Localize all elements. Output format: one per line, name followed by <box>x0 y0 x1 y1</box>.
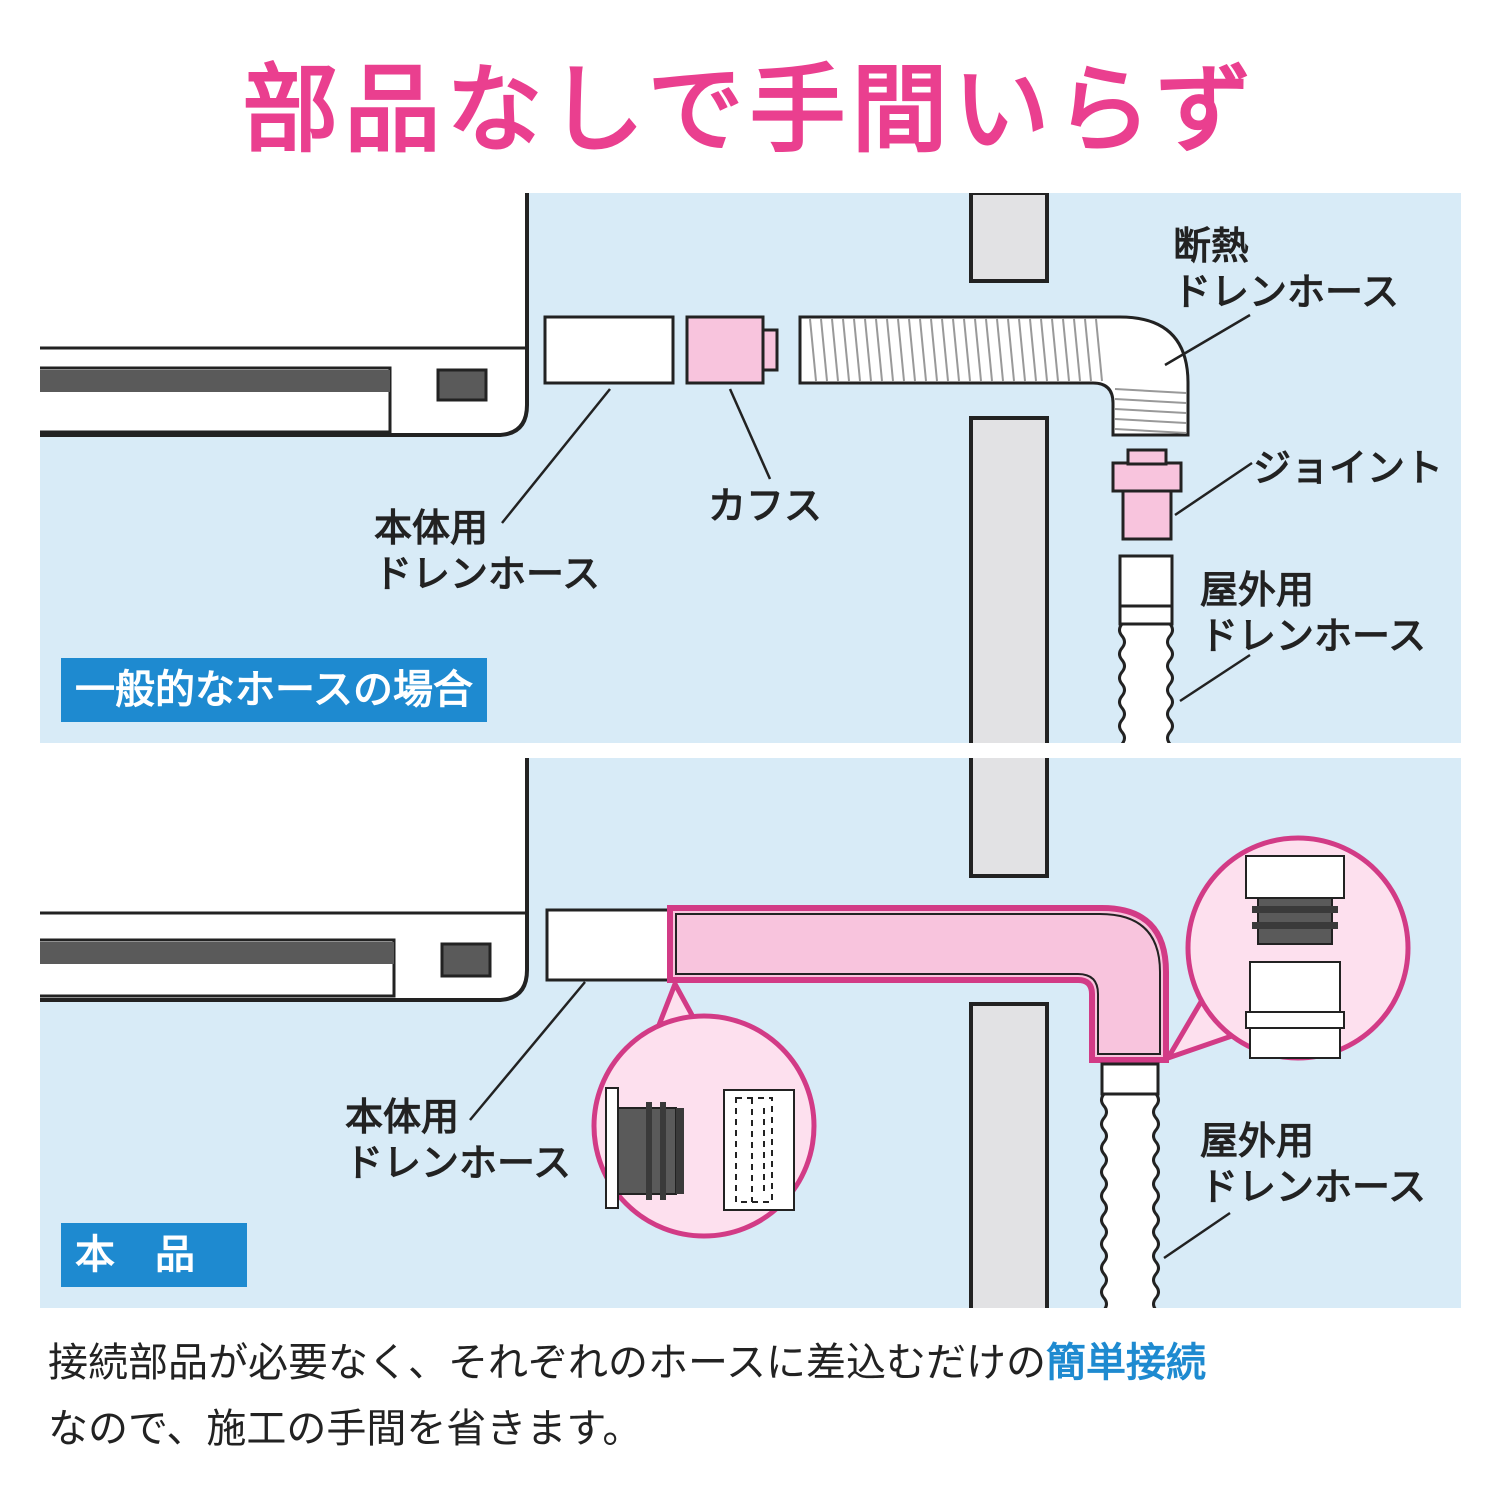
body-drain-hose <box>545 908 675 982</box>
leader-body-hose <box>469 981 586 1121</box>
label-body-drain-hose: 本体用 ドレンホース <box>374 506 601 597</box>
page-title: 部品なしで手間いらず <box>242 54 1258 166</box>
panel-this-product: 本体用 ドレンホース 屋外用 ドレンホース 本 品 <box>40 758 1461 1308</box>
description-highlight: 簡単接続 <box>1046 1340 1206 1386</box>
description: 接続部品が必要なく、それぞれのホースに差込むだけの簡単接続なので、施工の手間を省… <box>48 1330 1468 1462</box>
wall-upper <box>969 193 1049 283</box>
wall-lower <box>969 416 1049 743</box>
indoor-unit-vent-bar <box>40 942 394 964</box>
label-outdoor-drain-hose: 屋外用 ドレンホース <box>1200 1119 1427 1210</box>
badge-this-product: 本 品 <box>61 1223 247 1287</box>
joint-top <box>1111 461 1183 493</box>
joint-flange <box>1126 448 1168 466</box>
outdoor-drain-hose-top <box>1118 554 1174 608</box>
insulated-drain-hose <box>798 315 1190 437</box>
callout-left-detail <box>605 1087 795 1211</box>
outdoor-drain-hose-corrugated <box>1118 622 1174 743</box>
panel-general-hose: 本体用 ドレンホース カフス 断熱 ドレンホース ジョイント 屋外用 ドレンホー… <box>40 193 1461 743</box>
outdoor-drain-hose-top <box>1100 1062 1160 1096</box>
description-text-1: 接続部品が必要なく、それぞれのホースに差込むだけの <box>48 1340 1046 1386</box>
label-insulated-drain-hose: 断熱 ドレンホース <box>1173 224 1400 315</box>
badge-general-hose: 一般的なホースの場合 <box>61 658 487 722</box>
leader-body-hose <box>501 388 611 524</box>
leader-outdoor <box>1163 1211 1231 1260</box>
hose-corrugation <box>809 318 1187 434</box>
callout-right-detail <box>1245 855 1345 1059</box>
outdoor-drain-hose-corrugated <box>1100 1092 1160 1308</box>
wall-lower <box>969 1002 1049 1308</box>
label-outdoor-drain-hose: 屋外用 ドレンホース <box>1200 568 1427 659</box>
label-joint: ジョイント <box>1253 446 1444 490</box>
product-elbow-hose-inner <box>675 913 1161 1055</box>
indoor-unit-vent-bar <box>40 370 390 392</box>
outdoor-drain-hose-ring <box>1118 604 1174 626</box>
leader-insulated <box>1164 313 1251 367</box>
label-body-drain-hose: 本体用 ドレンホース <box>345 1095 572 1186</box>
cuffs-part-neck <box>761 328 779 372</box>
general-hose-diagram <box>40 193 1253 743</box>
indoor-unit-indicator <box>436 368 488 402</box>
wall-upper <box>969 758 1049 878</box>
product-elbow-hose <box>667 905 1169 1063</box>
leader-joint <box>1174 461 1253 517</box>
leader-outdoor <box>1179 653 1251 703</box>
indoor-unit-indicator <box>440 942 492 978</box>
description-text-2: なので、施工の手間を省きます。 <box>48 1406 643 1452</box>
this-product-diagram <box>40 758 1411 1308</box>
cuffs-part <box>685 315 765 385</box>
leader-cuffs <box>728 388 772 480</box>
joint-body <box>1121 489 1173 541</box>
label-cuffs: カフス <box>708 484 823 528</box>
body-drain-hose <box>543 315 675 385</box>
